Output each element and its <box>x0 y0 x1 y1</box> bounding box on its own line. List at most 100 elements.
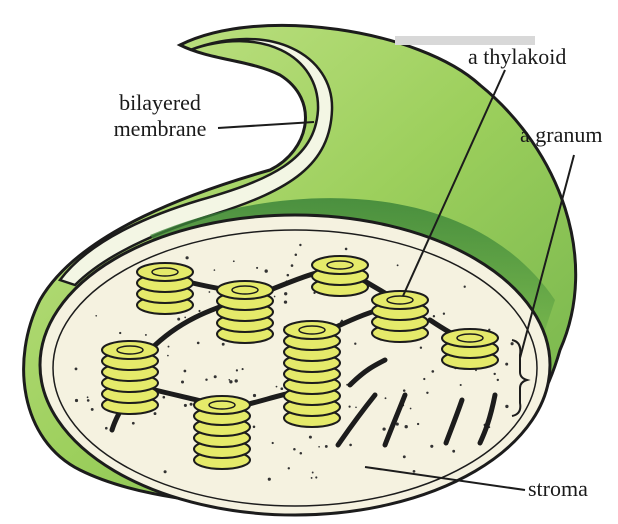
stroma-speckle <box>105 427 108 430</box>
granum-stack <box>137 263 193 314</box>
stroma-speckle <box>222 343 225 346</box>
stroma-speckle <box>349 444 352 447</box>
stroma-speckle <box>355 407 357 409</box>
stroma-speckle <box>184 370 187 373</box>
stroma-speckle <box>291 264 294 267</box>
label-bilayered-membrane: bilayered membrane <box>100 90 220 142</box>
stroma-speckle <box>253 394 256 397</box>
stroma-speckle <box>197 342 200 345</box>
granum-stack <box>194 396 250 469</box>
stroma-speckle <box>229 380 232 383</box>
stroma-speckle <box>268 478 271 481</box>
stroma-speckle <box>184 404 187 407</box>
stroma-speckle <box>413 470 416 473</box>
stroma-speckle <box>318 446 320 448</box>
stroma-speckle <box>405 425 408 428</box>
stroma-speckle <box>397 264 399 266</box>
stroma-speckle <box>95 315 97 317</box>
stroma-speckle <box>460 384 462 386</box>
leader-membrane <box>218 122 314 128</box>
label-granum: a granum <box>520 122 602 148</box>
stroma-speckle <box>91 408 94 411</box>
stroma-speckle <box>452 450 455 453</box>
stroma-speckle <box>426 392 428 394</box>
stroma-speckle <box>382 427 385 430</box>
thylakoid-disc <box>284 321 340 339</box>
stroma-speckle <box>253 426 256 429</box>
stroma-speckle <box>295 254 298 256</box>
thylakoid-disc <box>194 396 250 414</box>
stroma-speckle <box>430 445 433 448</box>
granum-stack <box>284 321 340 427</box>
stroma-speckle <box>349 406 351 408</box>
stroma-speckle <box>119 332 121 334</box>
stroma-speckle <box>75 367 78 370</box>
stroma-speckle <box>287 274 290 277</box>
stroma-speckle <box>417 423 419 425</box>
stroma-speckle <box>164 470 167 473</box>
stroma-speckle <box>154 412 157 415</box>
label-membrane-line2: membrane <box>100 116 220 142</box>
stroma-speckle <box>242 368 244 370</box>
thylakoid-disc <box>217 281 273 299</box>
stroma-speckle <box>315 476 317 478</box>
stroma-speckle <box>325 445 328 448</box>
thylakoid-disc <box>372 291 428 309</box>
granum-stack <box>442 329 498 369</box>
stroma-speckle <box>423 378 425 380</box>
thylakoid-disc <box>312 256 368 274</box>
granum-stack <box>217 281 273 343</box>
stroma-speckle <box>410 408 412 410</box>
stroma-speckle <box>280 387 283 390</box>
stroma-speckle <box>420 347 422 349</box>
stroma-speckle <box>163 396 166 399</box>
stroma-speckle <box>433 315 435 317</box>
stroma-speckle <box>505 405 508 408</box>
stroma-speckle <box>177 318 180 321</box>
stroma-speckle <box>145 334 147 336</box>
stroma-speckle <box>272 442 274 444</box>
stroma-speckle <box>132 422 135 425</box>
label-membrane-line1: bilayered <box>100 90 220 116</box>
stroma-speckle <box>443 313 445 315</box>
stroma-speckle <box>274 296 276 298</box>
stroma-speckle <box>214 375 217 378</box>
stroma-speckle <box>385 397 387 399</box>
stroma-speckle <box>300 452 303 455</box>
stroma-speckle <box>167 355 169 357</box>
label-thylakoid: a thylakoid <box>468 44 566 70</box>
stroma-speckle <box>464 286 466 288</box>
stroma-speckle <box>181 381 184 384</box>
stroma-speckle <box>233 260 235 262</box>
stroma-speckle <box>236 369 238 371</box>
thylakoid-disc <box>102 341 158 359</box>
label-stroma: stroma <box>528 476 588 502</box>
granum-stack <box>102 341 158 414</box>
stroma-speckle <box>431 370 434 373</box>
stroma-speckle <box>209 291 211 293</box>
stroma-speckle <box>186 256 189 259</box>
stroma-speckle <box>403 455 406 458</box>
stroma-speckle <box>205 378 207 380</box>
stroma-speckle <box>311 477 313 479</box>
stroma-speckle <box>198 310 200 312</box>
stroma-speckle <box>288 467 290 469</box>
stroma-speckle <box>265 269 268 272</box>
stroma-speckle <box>293 448 296 451</box>
stroma-speckle <box>235 379 238 382</box>
stroma-speckle <box>284 300 287 303</box>
stroma-speckle <box>354 343 356 345</box>
stroma-speckle <box>345 248 348 251</box>
stroma-speckle <box>87 399 90 402</box>
stroma-speckle <box>168 346 170 348</box>
stroma-speckle <box>228 379 230 381</box>
stroma-speckle <box>299 244 301 246</box>
stroma-speckle <box>493 373 495 375</box>
thylakoid-disc <box>442 329 498 347</box>
stroma-speckle <box>403 389 406 392</box>
stroma-speckle <box>511 342 514 345</box>
stroma-speckle <box>75 399 78 402</box>
stroma-speckle <box>309 436 312 439</box>
stroma-speckle <box>312 472 314 474</box>
